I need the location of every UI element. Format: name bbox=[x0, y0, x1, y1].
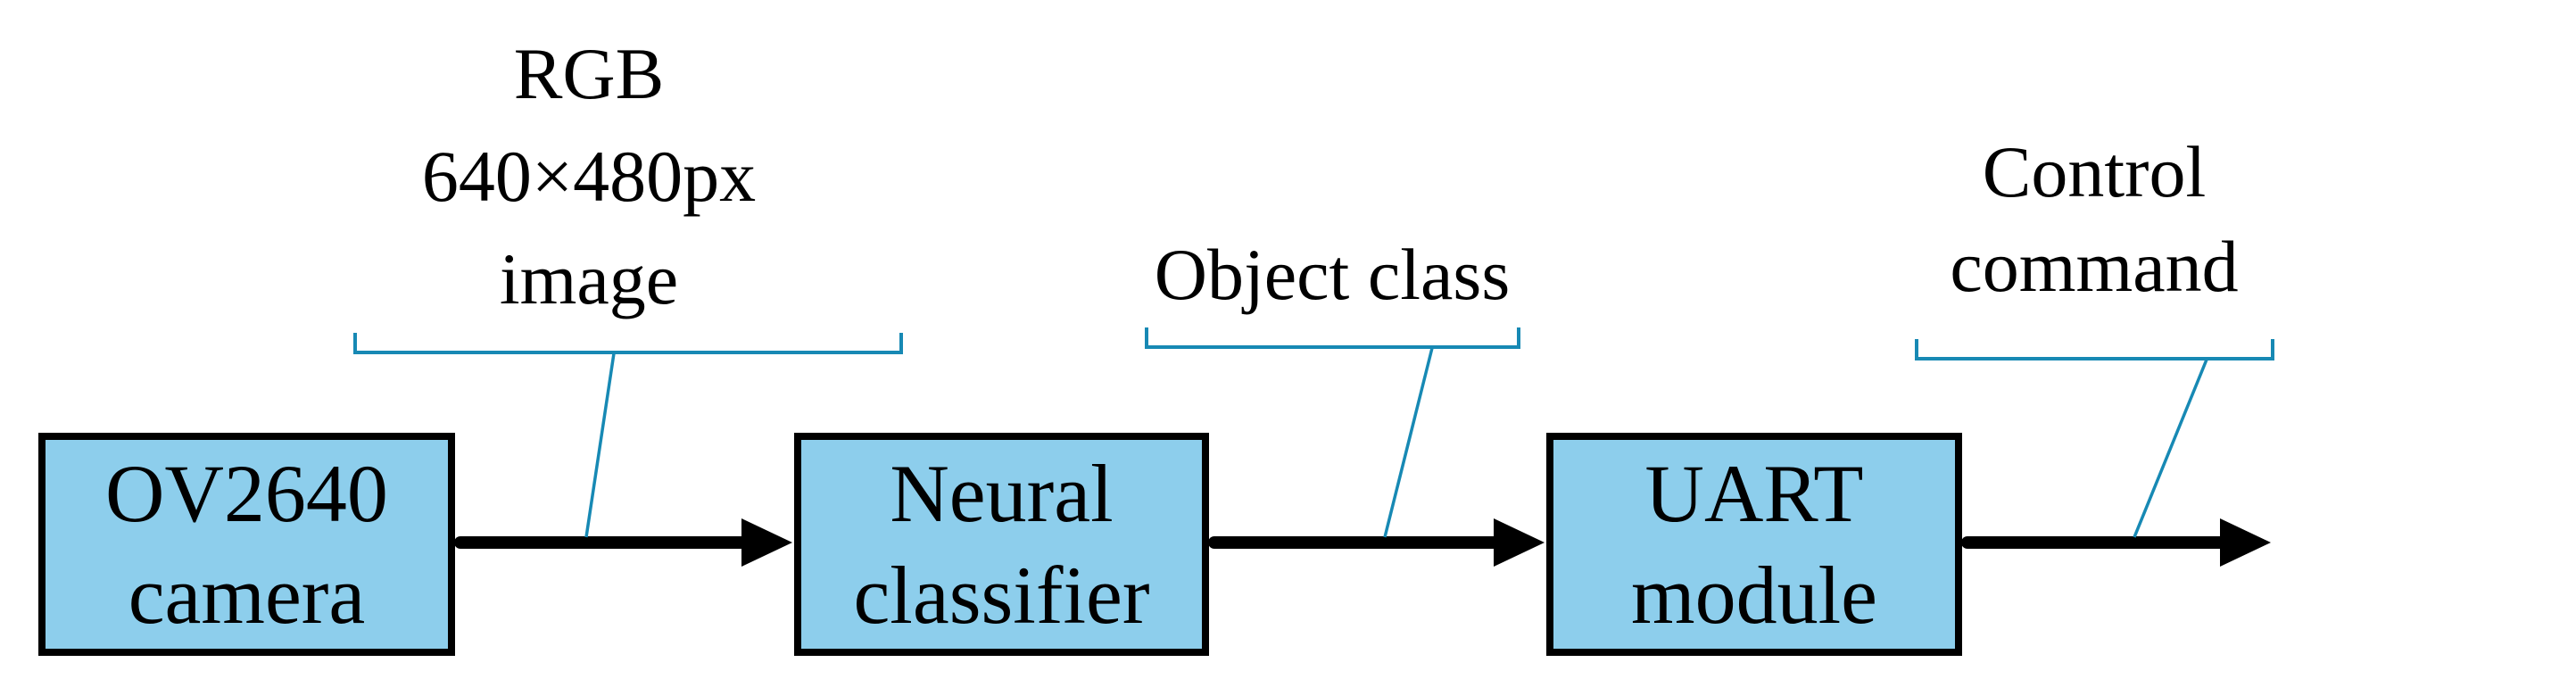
arrow-classifier-to-uart bbox=[1208, 518, 1545, 567]
block-label-line: OV2640 bbox=[105, 448, 388, 539]
callout-leader-object-class bbox=[1383, 347, 1434, 538]
callout-label-object-class: Object class bbox=[1155, 223, 1510, 326]
callout-label-control-command: Control command bbox=[1950, 125, 2238, 314]
callout-bracket-rgb-image bbox=[353, 333, 903, 354]
block-ov2640-camera: OV2640 camera bbox=[38, 433, 455, 656]
callout-label-line: RGB bbox=[513, 33, 665, 114]
block-label-line: UART bbox=[1644, 448, 1864, 539]
callout-label-line: image bbox=[499, 238, 679, 319]
arrow-camera-to-classifier bbox=[454, 518, 792, 567]
callout-label-line: command bbox=[1950, 226, 2239, 307]
callout-bracket-object-class bbox=[1145, 327, 1520, 349]
block-label-line: camera bbox=[128, 550, 366, 641]
arrowhead-icon bbox=[741, 518, 792, 567]
block-label-line: module bbox=[1631, 550, 1877, 641]
callout-bracket-control-command bbox=[1915, 339, 2274, 360]
callout-label-line: Object class bbox=[1154, 234, 1511, 315]
block-neural-classifier: Neural classifier bbox=[794, 433, 1209, 656]
block-uart-module: UART module bbox=[1546, 433, 1962, 656]
arrow-uart-output bbox=[1961, 518, 2271, 567]
block-label-line: classifier bbox=[853, 550, 1150, 641]
callout-leader-rgb-image bbox=[584, 352, 616, 538]
arrowhead-icon bbox=[1494, 518, 1545, 567]
callout-label-rgb-image: RGB 640×480px image bbox=[422, 22, 756, 330]
callout-label-line: 640×480px bbox=[421, 136, 757, 217]
arrowhead-icon bbox=[2220, 518, 2271, 567]
callout-leader-control-command bbox=[2133, 359, 2208, 538]
block-label-line: Neural bbox=[890, 448, 1114, 539]
callout-label-line: Control bbox=[1982, 131, 2207, 212]
